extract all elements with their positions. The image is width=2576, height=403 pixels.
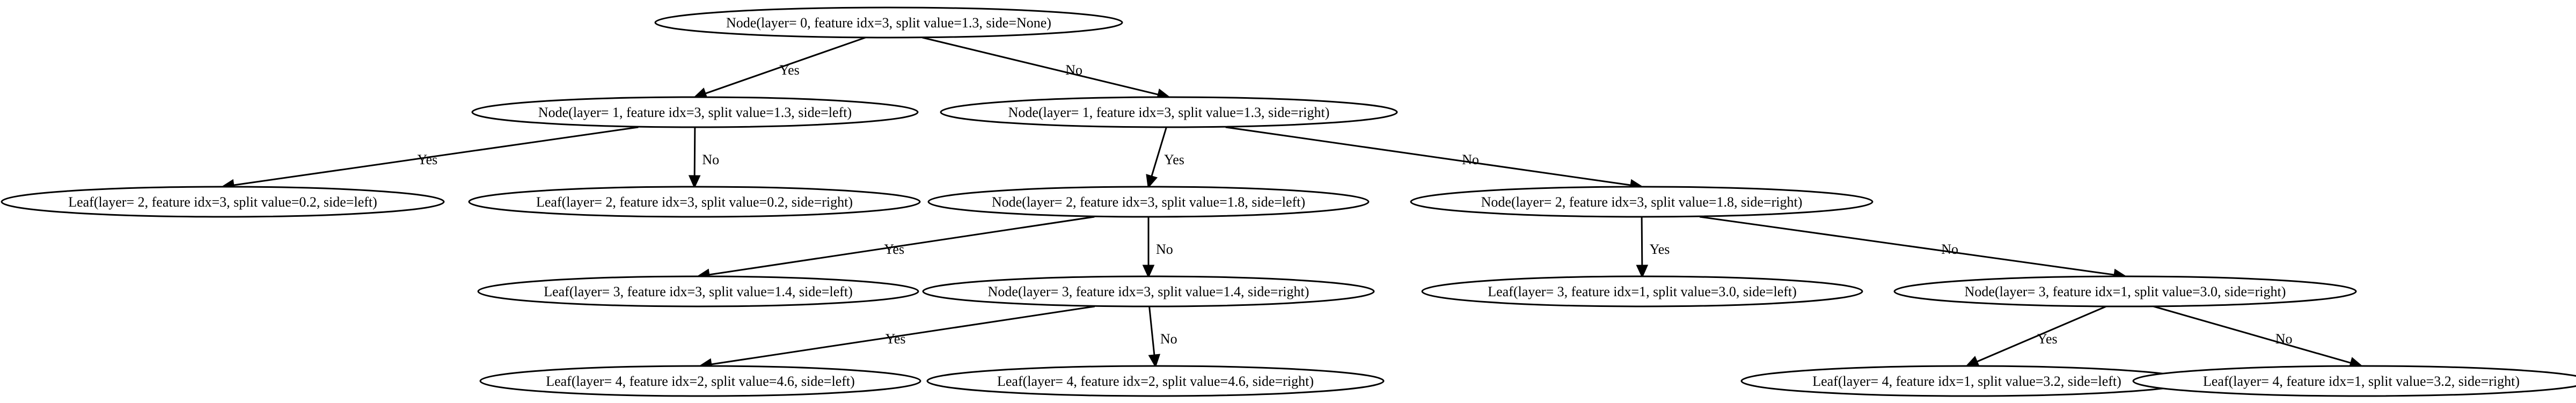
edge-line [1699,216,2115,276]
node-ellipse [654,6,1123,39]
node-label: Leaf(layer= 4, feature idx=1, split valu… [1812,373,2121,389]
tree-node: Node(layer= 1, feature idx=3, split valu… [940,96,1398,128]
tree-edge: No [922,36,1171,100]
edge-line [1976,305,2107,363]
node-label: Node(layer= 3, feature idx=3, split valu… [988,284,1309,299]
tree-node: Leaf(layer= 3, feature idx=3, split valu… [477,275,919,307]
edge-line [1151,127,1167,177]
tree-node: Node(layer= 1, feature idx=3, split valu… [471,96,919,128]
tree-node: Leaf(layer= 4, feature idx=1, split valu… [2132,365,2576,397]
node-label: Node(layer= 2, feature idx=3, split valu… [992,194,1305,210]
node-ellipse [479,365,921,397]
node-label: Leaf(layer= 4, feature idx=2, split valu… [997,373,1314,389]
tree-edge: No [1148,306,1177,368]
tree-node: Node(layer= 0, feature idx=3, split valu… [654,6,1123,39]
edge-label: No [1160,331,1177,347]
tree-edge: Yes [1965,305,2107,367]
arrowhead-icon [1148,354,1161,368]
node-label: Leaf(layer= 4, feature idx=2, split valu… [546,373,855,389]
arrowhead-icon [1636,265,1649,279]
tree-node: Node(layer= 3, feature idx=3, split valu… [922,275,1375,307]
edge-line [233,126,639,186]
edge-line [2153,305,2352,364]
node-ellipse [940,96,1398,128]
node-label: Node(layer= 0, feature idx=3, split valu… [726,15,1051,31]
edge-label: No [1462,152,1479,167]
node-ellipse [927,186,1370,218]
arrowhead-icon [688,175,701,189]
node-label: Node(layer= 1, feature idx=3, split valu… [538,105,852,120]
edge-label: Yes [1164,152,1184,167]
edge-line [708,216,1095,276]
arrowhead-icon [1146,174,1158,189]
edge-label: Yes [2037,331,2058,347]
arrowhead-icon [1142,265,1155,279]
edge-label: No [1941,241,1958,257]
node-label: Node(layer= 1, feature idx=3, split valu… [1008,105,1330,120]
node-label: Leaf(layer= 2, feature idx=3, split valu… [68,194,377,210]
tree-edge: Yes [1636,216,1670,279]
node-label: Leaf(layer= 4, feature idx=1, split valu… [2203,373,2520,389]
tree-edge: No [688,127,719,189]
node-label: Leaf(layer= 3, feature idx=3, split valu… [544,284,853,299]
node-ellipse [477,275,919,307]
node-ellipse [1410,186,1874,218]
tree-node: Node(layer= 2, feature idx=3, split valu… [1410,186,1874,218]
tree-edge: No [1699,216,2127,281]
tree-node: Leaf(layer= 2, feature idx=3, split valu… [1,186,445,218]
tree-node: Node(layer= 2, feature idx=3, split valu… [927,186,1370,218]
node-ellipse [471,96,919,128]
node-label: Node(layer= 3, feature idx=1, split valu… [1965,284,2286,299]
edge-line [705,36,866,94]
arrowhead-icon [1965,356,1980,367]
edge-label: No [2275,331,2293,347]
tree-edge: Yes [1146,127,1184,189]
edge-line [711,305,1095,365]
tree-edge: Yes [698,305,1095,370]
edge-label: No [702,152,719,167]
edge-label: No [1156,241,1173,257]
edge-line [1148,306,1155,356]
tree-edge: No [1225,126,1644,192]
edge-line [693,127,696,177]
node-ellipse [1,186,445,218]
tree-edge: Yes [221,126,639,192]
nodes-layer: Node(layer= 0, feature idx=3, split valu… [1,6,2576,397]
node-ellipse [1421,275,1863,307]
edge-label: Yes [779,62,800,78]
tree-node: Leaf(layer= 4, feature idx=2, split valu… [926,365,1385,397]
tree-node: Leaf(layer= 2, feature idx=3, split valu… [468,186,921,218]
edge-label: No [1065,62,1082,78]
tree-edge: No [1142,217,1173,279]
node-ellipse [468,186,921,218]
edge-line [1225,126,1631,186]
tree-node: Leaf(layer= 4, feature idx=1, split valu… [1740,365,2193,397]
tree-node: Node(layer= 3, feature idx=1, split valu… [1893,275,2357,307]
tree-node: Leaf(layer= 4, feature idx=2, split valu… [479,365,921,397]
edge-label: Yes [1650,241,1670,257]
edge-label: Yes [884,241,904,257]
node-label: Leaf(layer= 3, feature idx=1, split valu… [1488,284,1797,299]
tree-edge: Yes [693,36,866,99]
node-ellipse [922,275,1375,307]
edge-label: Yes [417,152,437,167]
edge-label: Yes [885,331,906,347]
node-ellipse [926,365,1385,397]
tree-edge: No [2153,305,2363,369]
node-ellipse [2132,365,2576,397]
edge-line [922,36,1159,96]
node-label: Node(layer= 2, feature idx=3, split valu… [1481,194,1803,210]
node-ellipse [1893,275,2357,307]
node-label: Leaf(layer= 2, feature idx=3, split valu… [536,194,853,210]
tree-edge: Yes [696,216,1095,281]
tree-node: Leaf(layer= 3, feature idx=1, split valu… [1421,275,1863,307]
